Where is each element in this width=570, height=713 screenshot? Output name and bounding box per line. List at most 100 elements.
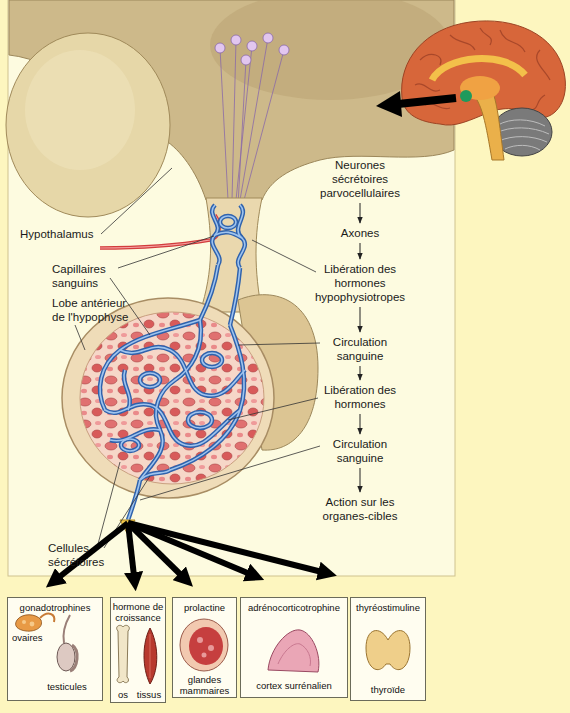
organ-label: ovaires (12, 632, 56, 643)
flow-arrow (360, 307, 361, 332)
artery (100, 215, 219, 248)
bone-drawing (117, 625, 130, 682)
leader-line (118, 236, 214, 268)
process-step: Libération des hormones hypophysiotropes (312, 262, 408, 304)
target-organ-box: gonadotrophinesovairestesticules (7, 597, 103, 701)
process-step: Neurones sécrétoires parvocellulaires (312, 158, 408, 200)
process-step: Circulation sanguine (312, 335, 408, 363)
artery (100, 215, 219, 248)
process-step: Libération des hormones (312, 383, 408, 411)
brain-drawing (480, 28, 491, 45)
flow-arrow (360, 468, 361, 492)
target-arrows (58, 523, 322, 578)
part-label: Hypothalamus (20, 227, 115, 241)
target-organ-box: adrénocorticotrophine cortex surrénalien (240, 597, 348, 698)
brain-drawing (496, 120, 549, 150)
thyroid-drawing (366, 631, 410, 670)
mammary-gland-drawing (189, 627, 223, 665)
hypothalamus-tissue (6, 0, 454, 217)
mammary-gland-drawing (180, 619, 228, 671)
neurons (241, 55, 251, 65)
pointer-arrow (398, 98, 456, 104)
organ-label: testicules (36, 681, 98, 692)
organ-label: cortex surrénalien (241, 680, 347, 691)
pointer-arrow (376, 91, 402, 117)
adrenal-drawing (268, 630, 319, 672)
mammary-gland-drawing (202, 653, 207, 658)
brain-drawing (415, 84, 440, 91)
hormone-name: hormone de croissance (111, 601, 165, 623)
ovary-drawing (30, 622, 35, 627)
brain-drawing (500, 30, 525, 52)
leader-line (101, 168, 172, 234)
neurons (215, 33, 289, 205)
leader-line (140, 446, 320, 500)
capillaries (100, 205, 245, 520)
process-step: Circulation sanguine (312, 437, 408, 465)
brain-drawing (498, 120, 545, 126)
artery (100, 215, 219, 248)
ovary-drawing (16, 615, 42, 631)
part-label: Cellules sécrétoires (48, 541, 128, 569)
organ-label: os (113, 689, 133, 700)
muscle-drawing (144, 628, 157, 684)
mammary-gland-drawing (208, 645, 214, 651)
mammary-gland-drawing (180, 619, 228, 671)
leader-line (238, 343, 320, 345)
process-label: Circulation sanguine (312, 335, 408, 363)
organ-label: tissus (133, 689, 165, 700)
target-organ-box: hormone de croissance ostissus (110, 597, 166, 703)
process-step: Action sur les organes-cibles (312, 495, 408, 523)
brain-drawing (496, 128, 549, 134)
brain-drawing (499, 137, 547, 142)
neurons (247, 41, 257, 51)
organ-label: glandes mammaires (173, 674, 236, 696)
neurons (238, 60, 246, 205)
process-label: Neurones sécrétoires parvocellulaires (312, 158, 408, 200)
hormone-name: adrénocorticotrophine (241, 602, 347, 613)
leader-line (75, 325, 85, 350)
testis-drawing (63, 615, 70, 643)
mammary-gland-drawing (197, 637, 203, 643)
capillaries (100, 205, 245, 520)
hypothalamus-tissue (25, 50, 135, 170)
brain-drawing (470, 90, 504, 160)
part-label: Capillaires sanguins (52, 262, 127, 290)
leader-line (75, 168, 320, 548)
part-label: Lobe antérieur de l'hypophyse (52, 296, 142, 324)
neurons (244, 50, 284, 200)
hormone-name: thyréostimuline (351, 602, 425, 613)
capillaries (100, 205, 245, 520)
process-label: Libération des hormones (312, 383, 408, 411)
flow-arrow (360, 366, 361, 380)
testis-drawing (57, 643, 75, 671)
brain-drawing (530, 95, 545, 110)
neurons (215, 43, 225, 53)
leader-line (228, 398, 318, 420)
process-label: Action sur les organes-cibles (312, 495, 408, 523)
neurons (232, 40, 236, 200)
neurons (279, 45, 289, 55)
muscle-drawing (150, 634, 151, 678)
testis-drawing (57, 615, 77, 671)
target-organ-box: thyréostimulinethyroïde (350, 597, 426, 701)
neurons (240, 38, 268, 200)
hypothalamus-tissue (6, 33, 170, 217)
process-label: Axones (312, 226, 408, 240)
hormone-name: prolactine (173, 602, 236, 613)
ovary-drawing (16, 614, 55, 632)
adrenal-drawing (268, 630, 319, 672)
ovary-drawing (22, 620, 26, 624)
testis-drawing (70, 645, 77, 671)
process-step: Axones (312, 226, 408, 240)
bone-drawing (117, 625, 130, 682)
brain-drawing (402, 21, 566, 160)
target-arrows (128, 523, 322, 572)
brain-drawing (505, 145, 540, 150)
target-organ-box: prolactine glandes mammaires (172, 597, 237, 698)
neurons (220, 48, 228, 200)
flow-arrow (360, 243, 361, 259)
adrenal-drawing (278, 644, 311, 666)
brain-drawing (450, 35, 475, 50)
